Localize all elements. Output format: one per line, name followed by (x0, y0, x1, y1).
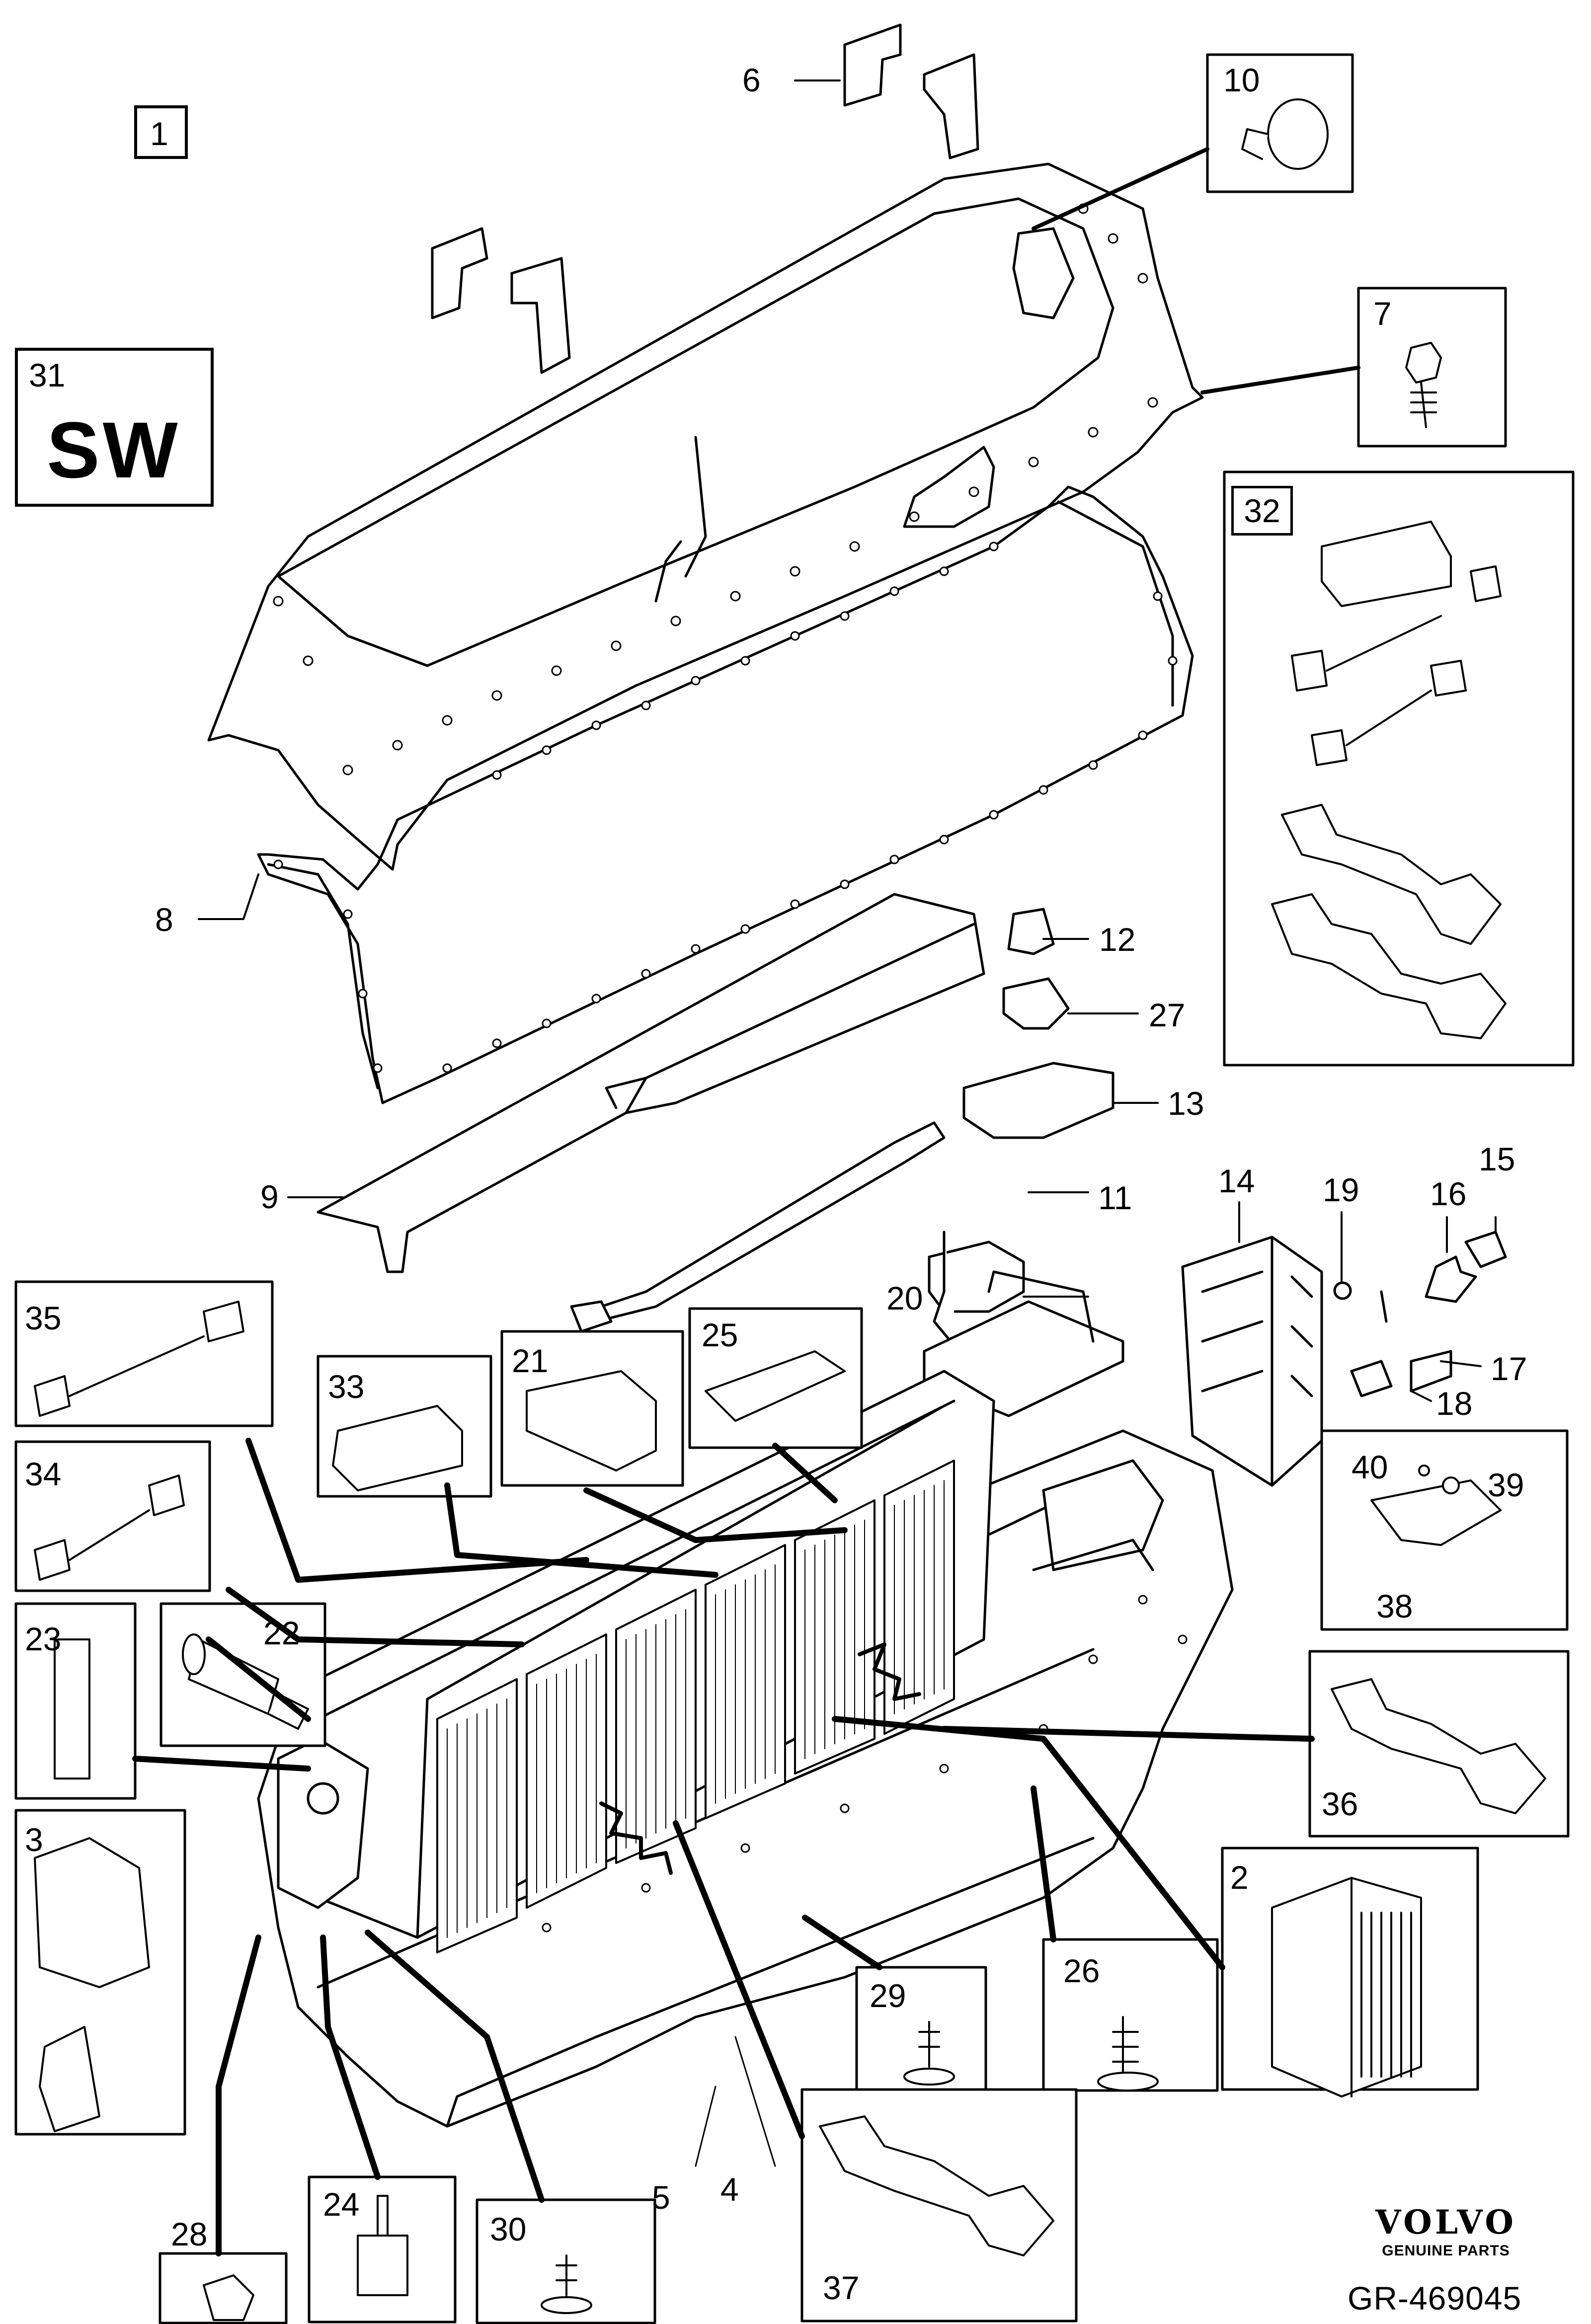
sw-label: SW (47, 405, 181, 494)
callout-15: 15 (1479, 1141, 1515, 1177)
callout-38: 38 (1376, 1588, 1413, 1625)
callout-6: 6 (742, 62, 761, 98)
callout-30: 30 (490, 2211, 527, 2247)
callout-33: 33 (328, 1368, 365, 1405)
callout-12: 12 (1099, 921, 1136, 958)
callout-23: 23 (25, 1621, 62, 1657)
callout-22: 22 (263, 1615, 300, 1651)
callout-26: 26 (1063, 1952, 1100, 1989)
battery-pack (257, 1370, 1234, 2128)
sw-box-number: 31 (29, 357, 66, 393)
detail-frames (14, 53, 1575, 2324)
brand-subtitle: GENUINE PARTS (1382, 2243, 1510, 2259)
junction-box (1181, 1236, 1323, 1487)
tape-strips (431, 23, 979, 374)
callout-27: 27 (1149, 997, 1186, 1033)
leader-lines (132, 79, 1497, 2256)
shield-plate (317, 893, 985, 1273)
callout-10: 10 (1223, 62, 1260, 98)
callout-25: 25 (702, 1317, 738, 1353)
callout-3: 3 (25, 1821, 43, 1858)
callout-11: 11 (1098, 1179, 1132, 1216)
callout-9: 9 (260, 1178, 279, 1215)
group-number-box: 1 (134, 105, 188, 159)
callout-39: 39 (1488, 1467, 1524, 1503)
group-number: 1 (150, 115, 168, 152)
callout-5: 5 (652, 2179, 670, 2216)
callout-14: 14 (1218, 1162, 1255, 1199)
cable-harness (570, 1121, 946, 1333)
callout-28: 28 (171, 2216, 208, 2252)
callout-7: 7 (1373, 295, 1392, 332)
detail-contents (34, 98, 1546, 2321)
kit-box-number: 32 (1231, 486, 1293, 536)
brand-name: VOLVO (1375, 2203, 1516, 2242)
callout-21: 21 (512, 1342, 549, 1379)
callout-36: 36 (1322, 1785, 1358, 1822)
fuse-parts (1333, 1231, 1507, 1397)
callout-24: 24 (323, 2186, 360, 2223)
gasket (257, 485, 1194, 1104)
callout-17: 17 (1491, 1350, 1527, 1387)
callout-16: 16 (1430, 1175, 1467, 1212)
callout-13: 13 (1168, 1085, 1204, 1122)
callout-8: 8 (155, 901, 173, 938)
callout-20: 20 (886, 1280, 923, 1317)
callout-18: 18 (1436, 1385, 1473, 1422)
callout-34: 34 (25, 1456, 62, 1492)
volvo-logo: VOLVO GENUINE PARTS (1342, 2206, 1550, 2259)
sw-box: 31 SW (15, 348, 214, 507)
diagram-reference-code: GR-469045 (1348, 2280, 1522, 2317)
callout-2: 2 (1230, 1859, 1249, 1896)
callout-35: 35 (25, 1300, 62, 1336)
callout-4: 4 (720, 2171, 739, 2208)
callout-19: 19 (1323, 1171, 1359, 1208)
callout-29: 29 (870, 1977, 906, 2014)
callout-37: 37 (823, 2269, 860, 2306)
small-components (928, 908, 1114, 1353)
callout-40: 40 (1352, 1449, 1388, 1485)
battery-cover (207, 162, 1204, 871)
